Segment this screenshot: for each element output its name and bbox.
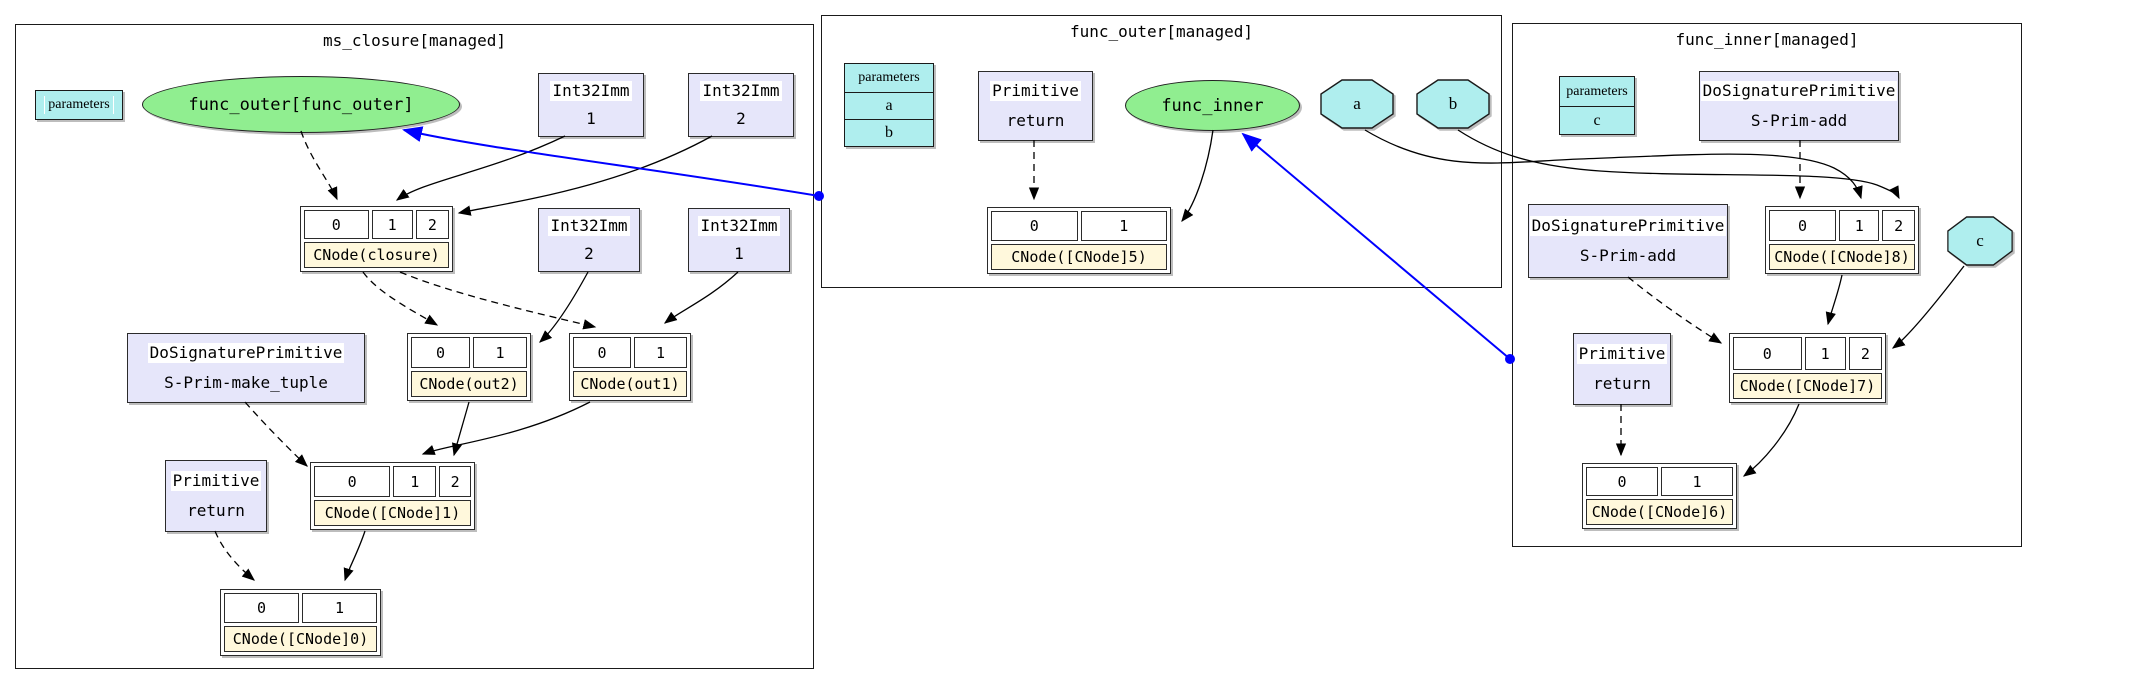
param-b-label: b: [1448, 94, 1458, 113]
cnode-cell-1: 1: [1080, 211, 1167, 241]
cnode-out2-label: CNode(out2): [411, 371, 527, 397]
cnode-cell-0: 0: [304, 210, 369, 239]
cnode-cell-0: 0: [573, 337, 632, 368]
int32imm-1-node: Int32Imm 1: [688, 208, 790, 272]
dosig-add-primitive-node-top: DoSignaturePrimitive S-Prim-add: [1699, 71, 1899, 141]
func-outer-ellipse-node: func_outer[func_outer]: [142, 76, 460, 133]
int32imm-2-node: Int32Imm 2: [538, 208, 640, 272]
primitive-name: S-Prim-add: [1579, 246, 1677, 266]
primitive-name: return: [1593, 374, 1651, 393]
make-tuple-primitive-node: DoSignaturePrimitive S-Prim-make_tuple: [127, 333, 365, 403]
cnode-cell-1: 1: [371, 210, 413, 239]
cnode-0-label: CNode([CNode]0): [224, 626, 377, 652]
cnode-cell-2: 2: [1848, 337, 1882, 370]
cnode-5-label: CNode([CNode]5): [991, 244, 1167, 270]
parameters-table-func-inner: parameters c: [1559, 76, 1635, 135]
cluster-title-func-inner: func_inner[managed]: [1675, 30, 1859, 49]
primitive-name: S-Prim-make_tuple: [164, 372, 328, 392]
primitive-type: Primitive: [990, 81, 1081, 102]
primitive-type: Primitive: [170, 471, 262, 491]
return-primitive-node: Primitive return: [978, 71, 1093, 141]
int32imm-type: Int32Imm: [700, 81, 782, 102]
int32imm-type: Int32Imm: [548, 216, 630, 237]
cnode-cell-1: 1: [1661, 467, 1733, 496]
func-inner-ellipse-label: func_inner: [1161, 95, 1264, 116]
parameter-row-b: b: [845, 119, 933, 146]
cnode-out1-table: 0 1 CNode(out1): [569, 333, 691, 401]
primitive-type: DoSignaturePrimitive: [1700, 81, 1898, 102]
param-octagon-b: b: [1416, 79, 1490, 129]
param-a-label: a: [1353, 94, 1361, 113]
cluster-func-inner: func_inner[managed]: [1512, 23, 2022, 547]
parameter-row-c: c: [1593, 111, 1601, 129]
func-outer-ellipse-label: func_outer[func_outer]: [188, 94, 414, 115]
cnode-5-table: 0 1 CNode([CNode]5): [987, 207, 1171, 274]
cnode-cell-0: 0: [411, 337, 471, 368]
cnode-cell-1: 1: [302, 593, 377, 623]
parameters-table-func-outer: parameters a b: [844, 63, 934, 147]
cnode-cell-1: 1: [1804, 337, 1846, 370]
parameters-chip-label: parameters: [45, 96, 113, 114]
param-octagon-a: a: [1320, 79, 1394, 129]
param-c-label: c: [1976, 231, 1984, 250]
cnode-out1-label: CNode(out1): [573, 371, 687, 397]
int32imm-value: 1: [734, 243, 744, 263]
cnode-cell-2: 2: [415, 210, 450, 239]
func-inner-ellipse-node: func_inner: [1125, 80, 1300, 131]
octagon-shape: [1320, 79, 1394, 129]
cnode-cell-1: 1: [393, 466, 437, 497]
int32imm-type: Int32Imm: [550, 81, 632, 102]
cnode-0-table: 0 1 CNode([CNode]0): [220, 589, 381, 656]
cnode-cell-0: 0: [991, 211, 1078, 241]
primitive-name: return: [1006, 110, 1065, 130]
cnode-7-label: CNode([CNode]7): [1733, 373, 1882, 399]
parameters-header: parameters: [1560, 77, 1634, 107]
int32imm-value: 1: [586, 108, 596, 128]
cnode-cell-0: 0: [1769, 210, 1837, 241]
cnode-closure-table: 0 1 2 CNode(closure): [300, 206, 453, 272]
cnode-1-table: 0 1 2 CNode([CNode]1): [310, 462, 475, 530]
int32imm-type: Int32Imm: [698, 216, 780, 237]
parameters-chip: parameters: [35, 90, 123, 120]
cnode-6-table: 0 1 CNode([CNode]6): [1582, 463, 1737, 529]
return-primitive-node: Primitive return: [165, 460, 267, 532]
cnode-closure-label: CNode(closure): [304, 242, 449, 268]
parameters-header: parameters: [845, 64, 933, 93]
int32imm-2-node: Int32Imm 2: [688, 73, 794, 137]
cnode-cell-2: 2: [1882, 210, 1915, 241]
primitive-type: DoSignaturePrimitive: [1529, 215, 1727, 236]
parameter-row-a: a: [885, 97, 893, 115]
cnode-cell-0: 0: [314, 466, 391, 497]
cluster-ms-closure: ms_closure[managed]: [15, 24, 814, 669]
cluster-title-func-outer: func_outer[managed]: [1069, 22, 1254, 41]
int32imm-value: 2: [584, 243, 594, 263]
cnode-1-label: CNode([CNode]1): [314, 500, 471, 526]
return-primitive-node: Primitive return: [1573, 333, 1671, 405]
cnode-cell-0: 0: [1733, 337, 1802, 370]
cluster-title-ms-closure: ms_closure[managed]: [322, 31, 507, 50]
param-octagon-c: c: [1947, 216, 2013, 266]
int32imm-1-node: Int32Imm 1: [538, 73, 644, 137]
cnode-cell-0: 0: [1586, 467, 1658, 496]
cnode-6-label: CNode([CNode]6): [1586, 499, 1733, 525]
cnode-cell-1: 1: [473, 337, 527, 368]
cnode-out2-table: 0 1 CNode(out2): [407, 333, 531, 401]
primitive-type: DoSignaturePrimitive: [147, 343, 345, 364]
primitive-name: S-Prim-add: [1750, 110, 1848, 130]
cnode-8-table: 0 1 2 CNode([CNode]8): [1765, 206, 1919, 274]
dosig-add-primitive-node-left: DoSignaturePrimitive S-Prim-add: [1528, 204, 1728, 278]
cnode-8-label: CNode([CNode]8): [1769, 244, 1915, 270]
octagon-shape: [1416, 79, 1490, 129]
cnode-cell-2: 2: [439, 466, 471, 497]
octagon-shape: [1947, 216, 2013, 266]
cnode-cell-1: 1: [634, 337, 687, 368]
primitive-name: return: [187, 501, 245, 520]
cnode-cell-1: 1: [1839, 210, 1880, 241]
int32imm-value: 2: [736, 108, 746, 128]
cnode-7-table: 0 1 2 CNode([CNode]7): [1729, 333, 1886, 403]
cnode-cell-0: 0: [224, 593, 299, 623]
primitive-type: Primitive: [1576, 344, 1668, 364]
